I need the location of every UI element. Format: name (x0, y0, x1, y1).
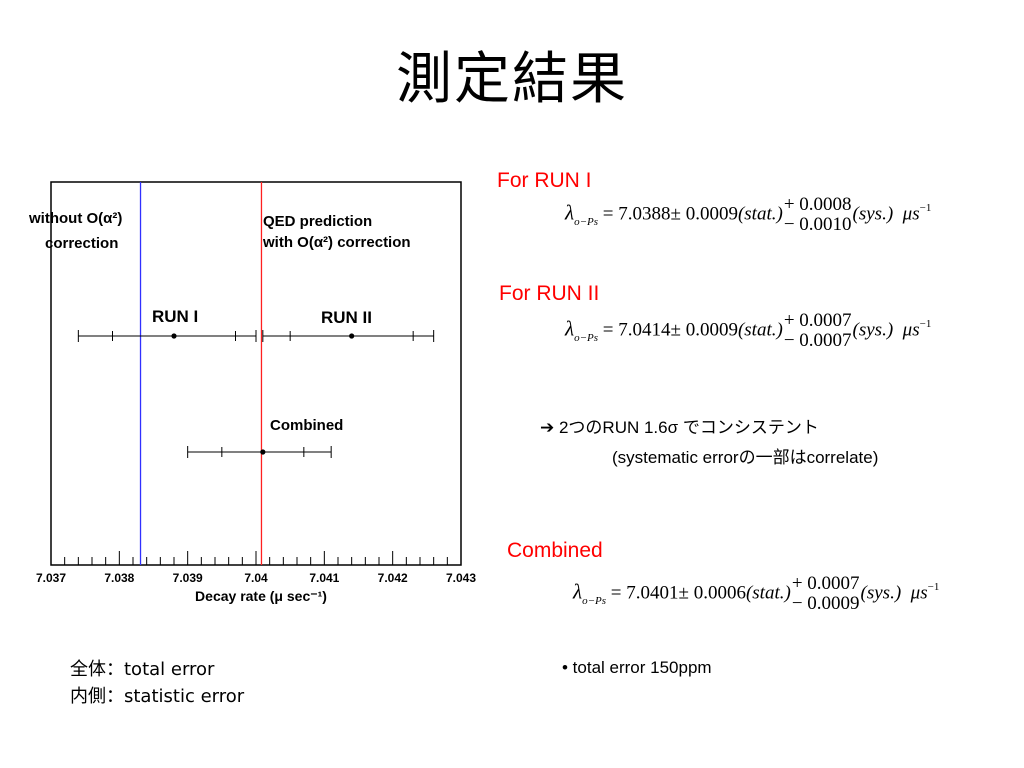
qed-prediction-label: QED prediction (263, 213, 372, 230)
sys-label: (sys.) (852, 203, 894, 225)
legend-total-error: 全体：total error (70, 659, 215, 680)
lambda-subscript: o−Ps (574, 332, 599, 345)
run2-formula: λo−Ps = 7.0414± 0.0009(stat.)+ 0.0007− 0… (565, 311, 931, 351)
run2-stat-error: ± 0.0009 (670, 319, 738, 341)
unit: μs (902, 203, 920, 225)
combined-heading: Combined (507, 539, 603, 562)
stat-label: (stat.) (737, 319, 783, 341)
combined-point-label: Combined (270, 417, 343, 434)
consistency-note: ➔ 2つのRUN 1.6σ でコンシステント (540, 418, 819, 437)
combined-stat-error: ± 0.0006 (678, 582, 746, 604)
x-tick-label: 7.04 (244, 571, 268, 585)
stat-label: (stat.) (745, 582, 791, 604)
lambda-subscript: o−Ps (582, 595, 607, 608)
run1-sys-plus: + 0.0008 (783, 194, 852, 215)
run2-sys-plus: + 0.0007 (783, 310, 852, 331)
run1-formula: λo−Ps = 7.0388± 0.0009(stat.)+ 0.0008− 0… (565, 195, 931, 235)
legend-statistic-error: 内側：statistic error (70, 686, 245, 707)
x-tick-label: 7.037 (36, 571, 66, 585)
run1-value: = 7.0388 (602, 203, 671, 225)
run1-sys-minus: − 0.0010 (783, 214, 852, 235)
combined-formula: λo−Ps = 7.0401± 0.0006(stat.)+ 0.0007− 0… (573, 574, 939, 614)
run2-value: = 7.0414 (602, 319, 671, 341)
combined-data-point (260, 449, 266, 455)
unit: μs (902, 319, 920, 341)
without-correction-label: without O(α²) (28, 210, 122, 227)
page-title: 測定結果 (396, 47, 628, 112)
run2-heading: For RUN II (499, 282, 600, 305)
qed-prediction-label-2: with O(α²) correction (262, 234, 411, 251)
x-tick-label: 7.038 (104, 571, 134, 585)
unit-exponent: −1 (919, 318, 932, 331)
lambda-subscript: o−Ps (574, 216, 599, 229)
combined-sys-minus: − 0.0009 (791, 593, 860, 614)
unit-exponent: −1 (919, 202, 932, 215)
x-tick-label: 7.042 (378, 571, 408, 585)
x-axis-label: Decay rate (μ sec⁻¹) (195, 588, 327, 604)
run-ii-point-label: RUN II (321, 308, 372, 327)
run-i-data-point (171, 333, 177, 339)
error-bar-legend: 全体：total error 内側：statistic error (70, 656, 244, 710)
correlation-note: (systematic errorの一部はcorrelate) (612, 448, 879, 467)
sys-label: (sys.) (860, 582, 902, 604)
x-tick-label: 7.043 (446, 571, 476, 585)
lambda-symbol: λ (565, 316, 575, 341)
combined-sys-plus: + 0.0007 (791, 573, 860, 594)
combined-value: = 7.0401 (610, 582, 679, 604)
unit-exponent: −1 (927, 581, 940, 594)
lambda-symbol: λ (573, 579, 583, 604)
run1-stat-error: ± 0.0009 (670, 203, 738, 225)
unit: μs (910, 582, 928, 604)
sys-label: (sys.) (852, 319, 894, 341)
x-tick-label: 7.039 (173, 571, 203, 585)
run2-sys-minus: − 0.0007 (783, 330, 852, 351)
run-i-point-label: RUN I (152, 307, 198, 326)
total-error-note: • total error 150ppm (562, 658, 712, 677)
run1-heading: For RUN I (497, 169, 592, 192)
lambda-symbol: λ (565, 200, 575, 225)
x-tick-label: 7.041 (309, 571, 339, 585)
stat-label: (stat.) (737, 203, 783, 225)
without-correction-label-2: correction (45, 235, 118, 252)
run-ii-data-point (349, 333, 355, 339)
